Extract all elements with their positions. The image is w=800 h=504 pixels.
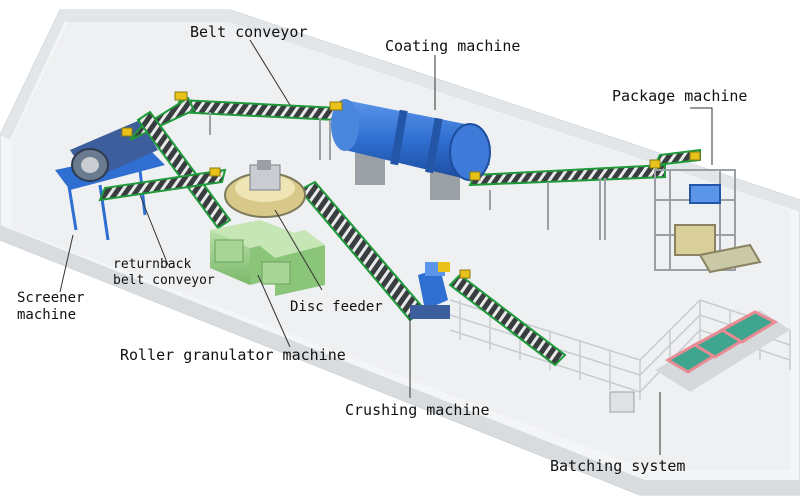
crusher-icon: [410, 262, 450, 319]
motor-markers: [121, 91, 701, 279]
label-roller-granulator: Roller granulator machine: [120, 346, 346, 364]
label-package-machine: Package machine: [612, 87, 748, 105]
building-floor: [0, 9, 800, 496]
label-disc-feeder: Disc feeder: [290, 299, 383, 315]
label-screener-line2: machine: [17, 307, 77, 323]
label-crushing-machine: Crushing machine: [345, 401, 490, 419]
label-screener-line1: Screener: [17, 290, 85, 306]
label-returnback-line1: returnback: [113, 257, 192, 272]
label-batching-system: Batching system: [550, 457, 686, 475]
package-tower-icon: [654, 169, 762, 274]
label-belt-conveyor: Belt conveyor: [190, 23, 308, 41]
batching-bins-icon: [609, 310, 790, 413]
callout-lines: [59, 39, 713, 455]
belt-conveyor-icon: [98, 96, 701, 367]
label-returnback-line2: belt conveyor: [113, 273, 215, 288]
roller-granulator-icon: [210, 220, 325, 296]
disc-feeder-icon: [224, 160, 306, 218]
coating-drum-icon: [331, 99, 491, 200]
label-coating-machine: Coating machine: [385, 37, 521, 55]
